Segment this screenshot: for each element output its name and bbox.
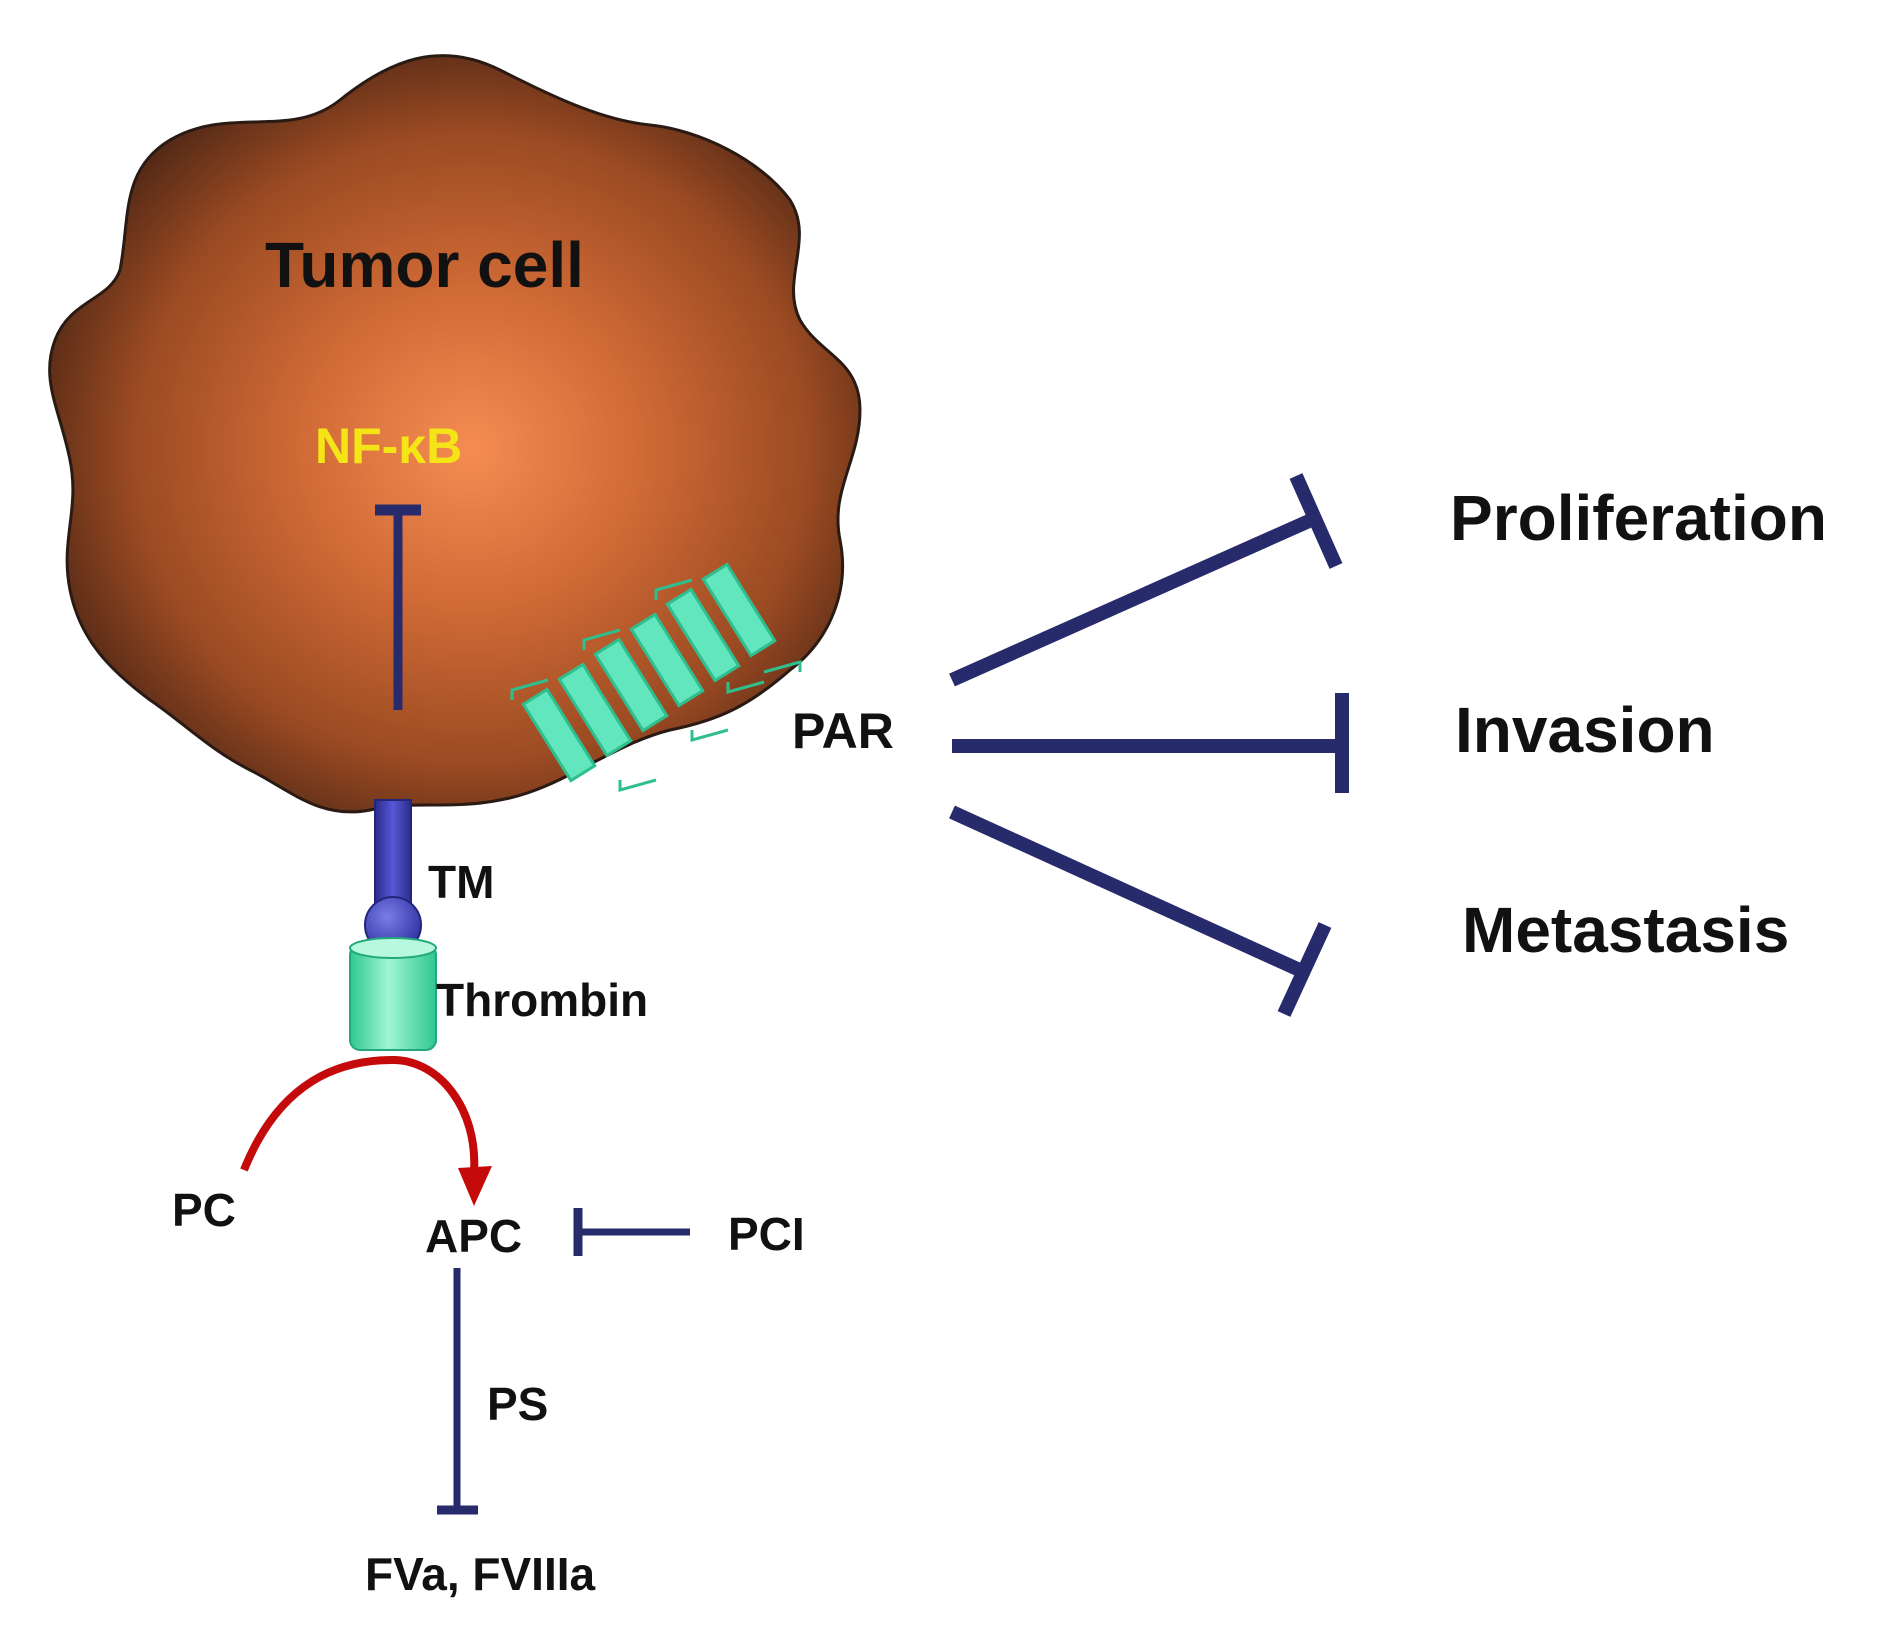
invasion-inhibition-arrow (952, 693, 1349, 793)
thrombin-icon (349, 937, 437, 1051)
apc-label: APC (425, 1210, 522, 1262)
factors-label: FVa, FVIIIa (365, 1548, 596, 1600)
outcome-proliferation: Proliferation (1450, 482, 1827, 554)
tumor-cell-label: Tumor cell (265, 229, 584, 301)
nfkb-inhibition-arrow (375, 504, 421, 710)
pc-activation-arrow (240, 1055, 492, 1206)
ps-label: PS (487, 1378, 548, 1430)
outcome-metastasis: Metastasis (1462, 894, 1789, 966)
proliferation-inhibition-arrow (949, 473, 1343, 687)
thrombomodulin-icon (364, 799, 422, 954)
thrombin-label: Thrombin (436, 974, 648, 1026)
outcome-invasion: Invasion (1455, 694, 1715, 766)
apc-inhibition-arrow (437, 1268, 478, 1515)
pci-inhibition-arrow (573, 1208, 690, 1256)
par-label: PAR (792, 703, 894, 759)
par-receptor-icon (510, 562, 802, 792)
pc-label: PC (172, 1184, 236, 1236)
pci-label: PCI (728, 1208, 805, 1260)
nfkb-label: NF-κB (315, 418, 462, 474)
tm-label: TM (428, 856, 494, 908)
metastasis-inhibition-arrow (949, 805, 1332, 1017)
